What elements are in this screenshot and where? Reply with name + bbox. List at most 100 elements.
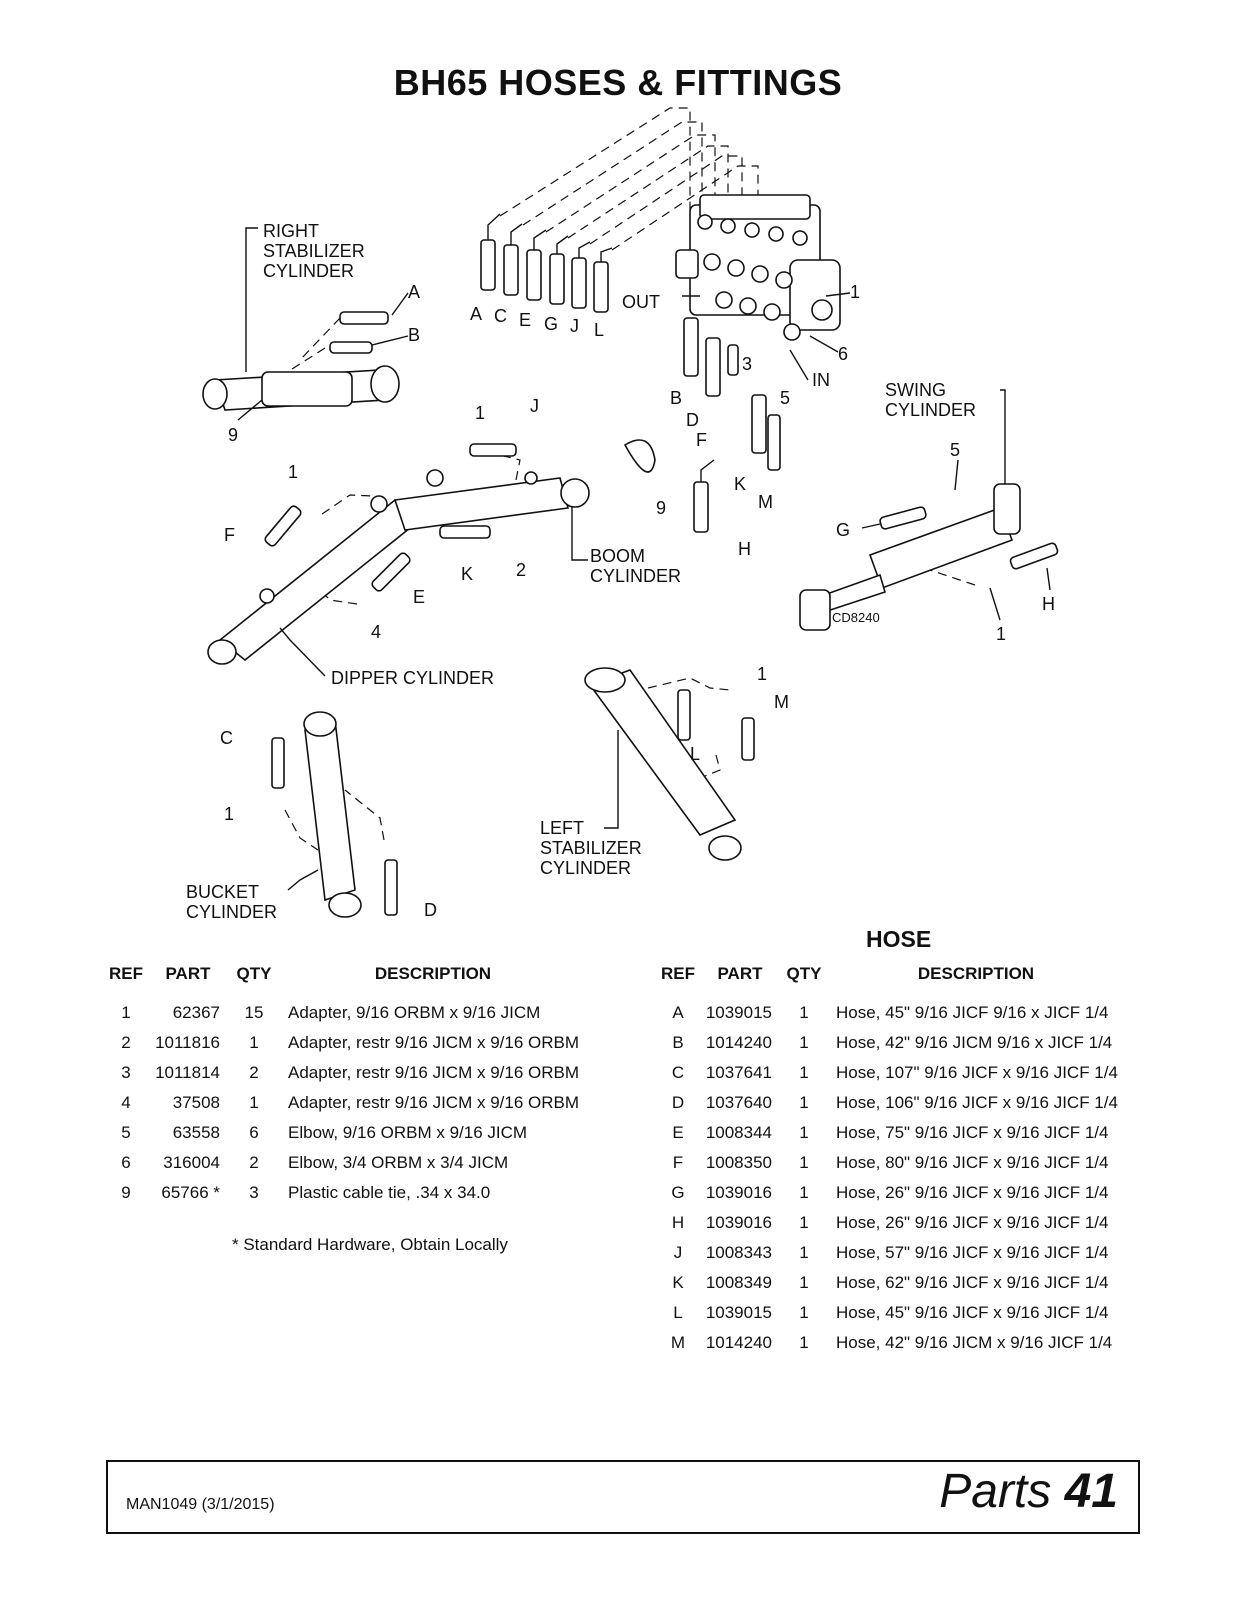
cell-description: Hose, 62" 9/16 JICF x 9/16 JICF 1/4: [836, 1273, 1109, 1292]
cell-ref: 9: [121, 1183, 131, 1202]
cell-qty: 6: [249, 1123, 259, 1142]
cell-ref: 5: [121, 1123, 131, 1142]
cell-description: Adapter, 9/16 ORBM x 9/16 JICM: [288, 1003, 541, 1022]
cell-part: 316004: [163, 1153, 220, 1172]
cell-description: Hose, 42" 9/16 JICM x 9/16 JICF 1/4: [836, 1333, 1113, 1352]
cell-description: Hose, 42" 9/16 JICM 9/16 x JICF 1/4: [836, 1033, 1113, 1052]
page-footer: MAN1049 (3/1/2015) Parts 41: [106, 1460, 1140, 1534]
callout-M-lstab: M: [774, 692, 789, 712]
cell-part: 1008344: [705, 1123, 772, 1142]
cell-part: 37508: [172, 1093, 220, 1112]
cell-ref: A: [672, 1003, 684, 1022]
cell-qty: 1: [799, 1243, 809, 1262]
cell-ref: E: [672, 1123, 684, 1142]
callout-G: G: [544, 314, 558, 334]
cell-qty: 1: [799, 1183, 809, 1202]
cell-part: 1014240: [705, 1333, 772, 1352]
callout-J: J: [570, 316, 579, 336]
page-number: 41: [1064, 1465, 1118, 1518]
label-dipper: DIPPER CYLINDER: [331, 668, 494, 688]
cell-qty: 1: [799, 1303, 809, 1322]
callout-H-swing: H: [1042, 594, 1055, 614]
cell-qty: 1: [799, 1063, 809, 1082]
col-description: DESCRIPTION: [374, 964, 492, 983]
section-name: Parts: [939, 1465, 1052, 1518]
cell-description: Hose, 80" 9/16 JICF x 9/16 JICF 1/4: [836, 1153, 1109, 1172]
cell-ref: L: [673, 1303, 683, 1322]
page-title: BH65 HOSES & FITTINGS: [393, 62, 843, 103]
table-row: L 1039015 1 Hose, 45" 9/16 JICF x 9/16 JICF…: [658, 1298, 1126, 1328]
callout-1-swing: 1: [996, 624, 1006, 644]
callout-L: L: [594, 320, 604, 340]
cell-description: Hose, 45" 9/16 JICF 9/16 x JICF 1/4: [836, 1003, 1109, 1022]
col-ref: REF: [109, 964, 143, 983]
right-stabilizer-cylinder: [202, 311, 400, 411]
left-stabilizer-cylinder: [584, 667, 755, 861]
cell-part: 1011816: [155, 1033, 220, 1052]
cell-part: 63558: [172, 1123, 220, 1142]
cell-qty: 15: [244, 1003, 264, 1022]
cell-part: 1011814: [155, 1063, 220, 1082]
cell-description: Plastic cable tie, .34 x 34.0: [288, 1183, 491, 1202]
cell-description: Hose, 57" 9/16 JICF x 9/16 JICF 1/4: [836, 1243, 1109, 1262]
cell-part: 65766 *: [161, 1183, 220, 1202]
hose-table-title: HOSE: [866, 926, 932, 952]
label-left-stabilizer-1: LEFT: [540, 818, 584, 838]
cell-description: Elbow, 3/4 ORBM x 3/4 JICM: [288, 1153, 509, 1172]
cell-qty: 1: [799, 1153, 809, 1172]
col-description: DESCRIPTION: [917, 964, 1035, 983]
col-qty: QTY: [236, 964, 272, 983]
callout-E: E: [519, 310, 531, 330]
callout-1-boom: 1: [475, 403, 485, 423]
cell-ref: 4: [121, 1093, 131, 1112]
label-bucket-2: CYLINDER: [186, 902, 277, 922]
cell-part: 1008349: [705, 1273, 772, 1292]
document-id: MAN1049 (3/1/2015): [126, 1496, 275, 1513]
callout-1-lstab: 1: [757, 664, 767, 684]
valve-hoses: [480, 213, 781, 533]
callout-3-valve: 3: [742, 354, 752, 374]
callout-5-swing: 5: [950, 440, 960, 460]
callout-B-rstab: B: [408, 325, 420, 345]
cell-description: Hose, 106" 9/16 JICF x 9/16 JICF 1/4: [836, 1093, 1118, 1112]
callout-1-valve: 1: [850, 282, 860, 302]
swing-cylinder: [799, 483, 1059, 631]
cell-description: Hose, 26" 9/16 JICF x 9/16 JICF 1/4: [836, 1183, 1109, 1202]
label-out: OUT: [622, 292, 660, 312]
col-qty: QTY: [786, 964, 822, 983]
routing-dash-lines: [277, 107, 976, 851]
hoses-fittings-diagram: RIGHT STABILIZER CYLINDER SWING CYLINDER…: [186, 107, 1059, 922]
cell-ref: 3: [121, 1063, 131, 1082]
cell-part: 1008350: [705, 1153, 772, 1172]
label-right-stabilizer-3: CYLINDER: [263, 261, 354, 281]
cell-ref: H: [671, 1213, 685, 1232]
callout-F-valve: F: [696, 430, 707, 450]
cell-ref: 1: [121, 1003, 131, 1022]
label-right-stabilizer-2: STABILIZER: [263, 241, 365, 261]
cell-part: 1037640: [705, 1093, 772, 1112]
callout-2-boom: 2: [516, 560, 526, 580]
label-boom-1: BOOM: [590, 546, 645, 566]
label-in: IN: [812, 370, 830, 390]
cell-qty: 1: [799, 1093, 809, 1112]
callout-4-dipper: 4: [371, 622, 381, 642]
label-bucket-1: BUCKET: [186, 882, 259, 902]
cell-qty: 1: [799, 1123, 809, 1142]
cell-ref: 6: [121, 1153, 131, 1172]
parts-footnote: * Standard Hardware, Obtain Locally: [232, 1235, 508, 1254]
col-part: PART: [717, 964, 763, 983]
callout-5-valve: 5: [780, 388, 790, 408]
cell-ref: J: [673, 1243, 683, 1262]
cell-description: Hose, 45" 9/16 JICF x 9/16 JICF 1/4: [836, 1303, 1109, 1322]
label-swing-2: CYLINDER: [885, 400, 976, 420]
callout-M-valve: M: [758, 492, 773, 512]
cell-part: 1039015: [705, 1303, 772, 1322]
callout-6-valve: 6: [838, 344, 848, 364]
